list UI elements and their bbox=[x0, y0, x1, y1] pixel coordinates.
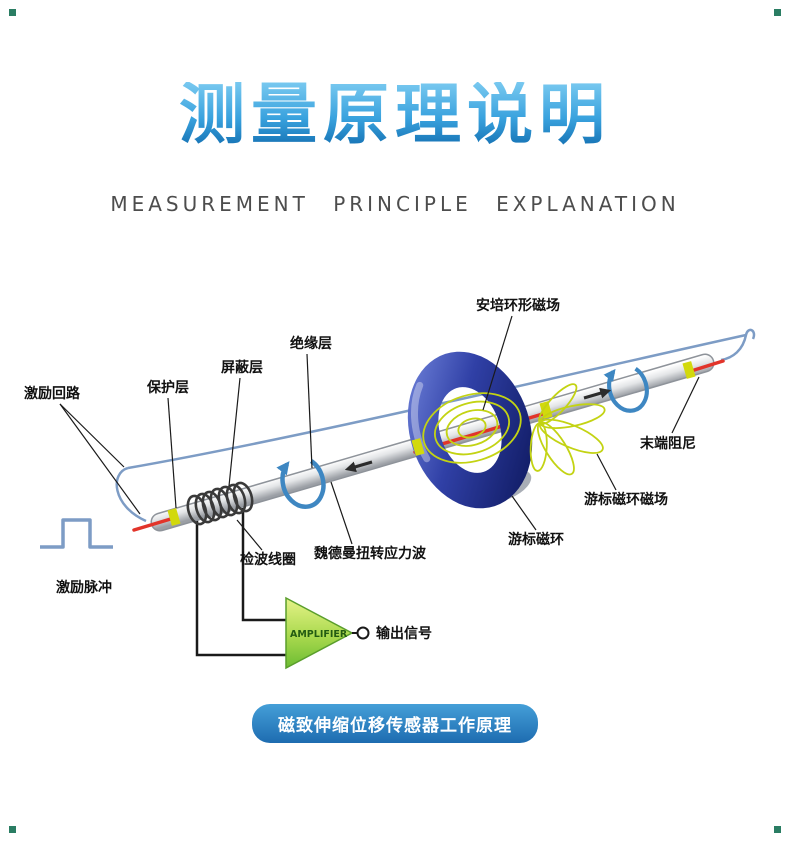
label-cursor-ring-field: 游标磁环磁场 bbox=[584, 491, 668, 508]
output-terminal bbox=[356, 626, 370, 640]
amplifier-label: AMPLIFIER bbox=[290, 629, 348, 640]
label-end-damping: 末端阻尼 bbox=[640, 435, 696, 452]
corner-mark bbox=[774, 9, 781, 16]
connector-bands bbox=[167, 361, 696, 526]
label-shielding-layer: 屏蔽层 bbox=[221, 359, 263, 376]
label-cursor-ring: 游标磁环 bbox=[508, 531, 564, 548]
page-subtitle: MEASUREMENT PRINCIPLE EXPLANATION bbox=[110, 192, 680, 216]
sensor-principle-diagram: AMPLIFIER 激励回路 保护层 屏蔽层 绝缘层 安培环形磁场 末端阻尼 游… bbox=[24, 297, 756, 670]
corner-mark bbox=[9, 826, 16, 833]
coil-to-amplifier-wires bbox=[195, 508, 286, 657]
label-insulation-layer: 绝缘层 bbox=[290, 335, 332, 352]
amplifier-triangle bbox=[285, 596, 354, 670]
caption-text: 磁致伸缩位移传感器工作原理 bbox=[278, 716, 512, 736]
label-excitation-circuit: 激励回路 bbox=[24, 385, 81, 402]
amplifier: AMPLIFIER bbox=[285, 596, 370, 670]
excitation-pulse-waveform bbox=[40, 518, 113, 549]
cursor-ring-field-lines bbox=[529, 383, 606, 476]
page-title: 测量原理说明 bbox=[0, 82, 790, 148]
pointer-lines bbox=[59, 315, 700, 551]
detection-coil-spring bbox=[186, 481, 254, 526]
rotation-arrow-left bbox=[276, 459, 326, 509]
label-ampere-ring-field: 安培环形磁场 bbox=[476, 297, 560, 314]
wave-direction-arrow-left bbox=[344, 460, 373, 473]
label-output-signal: 输出信号 bbox=[376, 625, 432, 642]
label-wiedemann-wave: 魏德曼扭转应力波 bbox=[313, 545, 427, 562]
wave-direction-arrow-right bbox=[583, 387, 612, 400]
ampere-field-lines bbox=[422, 392, 522, 464]
corner-mark bbox=[774, 826, 781, 833]
label-detection-coil: 检波线圈 bbox=[240, 551, 296, 568]
rotation-arrow-right bbox=[603, 366, 649, 413]
label-excitation-pulse: 激励脉冲 bbox=[56, 579, 112, 596]
corner-mark bbox=[9, 9, 16, 16]
label-protective-layer: 保护层 bbox=[146, 379, 189, 396]
caption-pill: 磁致伸缩位移传感器工作原理 bbox=[252, 704, 538, 743]
